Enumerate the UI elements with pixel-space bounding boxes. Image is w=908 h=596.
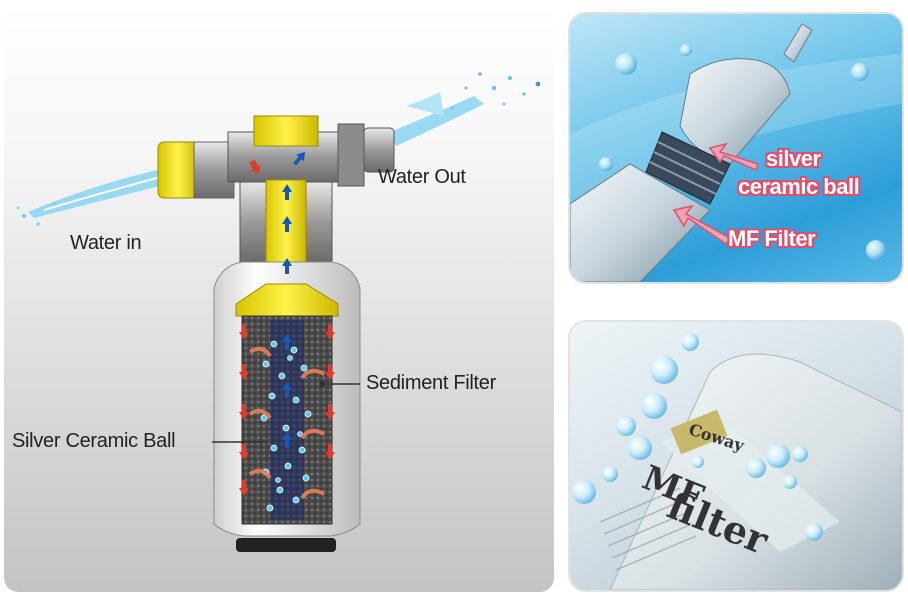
outlet-fitting [337,123,395,187]
bubble [615,53,637,75]
water-in-label: Water in [70,232,142,254]
brand-tag [670,409,728,455]
product-photo-panel: Coway MF filter [570,322,902,590]
mf-filter-tube [570,163,711,282]
filter-cutaway-illustration [16,72,541,552]
silver-ceramic-balls [260,340,312,512]
pointer-arrows [672,142,759,246]
upper-cap [679,58,791,165]
bubbles [572,333,823,541]
silver-label: silver [766,146,821,171]
inner-core [270,320,304,520]
label-fine-print [599,487,697,571]
water-out-label: Water Out [378,166,466,188]
mf-filter-product-illustration [572,333,902,590]
inlet-fitting [157,141,235,199]
blue-flow-arrows [282,151,306,448]
top-cap [253,115,319,147]
yellow-funnel [235,283,339,317]
red-flow-arrows [239,159,335,496]
ceramic-ball-label: ceramic ball [738,174,860,199]
inward-flow-curves [248,346,325,500]
ceramic-ball-closeup-illustration [570,23,902,282]
housing-base [236,538,336,552]
silver-ceramic-ball-label: Silver Ceramic Ball [12,430,176,452]
cartridge-label [660,418,840,552]
sediment-filter-label: Sediment Filter [366,372,496,394]
mf-filter-label: MF Filter [728,226,816,251]
top-connector [783,23,813,63]
filter-cutaway-panel: Water in Water Out Sediment Filter Silve… [4,4,554,592]
ceramic-ball-closeup-panel: silver ceramic ball MF Filter [570,14,902,282]
water-in-spray [16,166,176,226]
water-out-spray [390,72,541,146]
